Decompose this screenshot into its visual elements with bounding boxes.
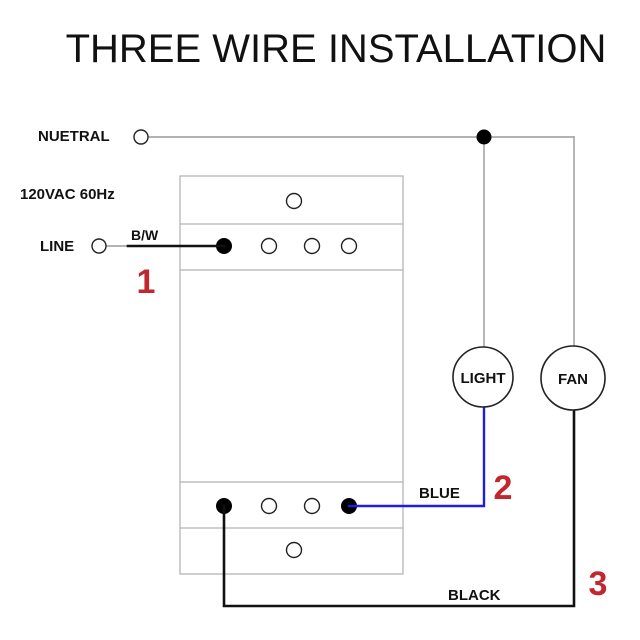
top-terminal-2 bbox=[260, 237, 278, 255]
step-number-2: 2 bbox=[494, 469, 513, 507]
top-terminal-3 bbox=[303, 237, 321, 255]
light-circle bbox=[452, 346, 514, 408]
neutral-wires bbox=[105, 136, 575, 349]
switch-body bbox=[179, 175, 404, 575]
bw-label: B/W bbox=[131, 227, 159, 243]
light-label: LIGHT bbox=[461, 370, 506, 387]
fan-load: FAN bbox=[540, 345, 606, 411]
step-number-3: 3 bbox=[589, 565, 608, 603]
voltage-label: 120VAC 60Hz bbox=[20, 186, 115, 203]
blue-wire bbox=[347, 404, 486, 508]
bottom-mount-hole bbox=[285, 541, 303, 559]
fan-label: FAN bbox=[558, 371, 588, 388]
blue-label: BLUE bbox=[419, 485, 460, 502]
bottom-terminal-3 bbox=[303, 497, 321, 515]
black-wire bbox=[222, 408, 576, 608]
top-mount-hole bbox=[285, 192, 303, 210]
neutral-junction bbox=[476, 129, 492, 145]
top-terminal-4 bbox=[340, 237, 358, 255]
line-terminal bbox=[91, 238, 107, 254]
diagram-title: THREE WIRE INSTALLATION bbox=[66, 27, 607, 71]
light-load: LIGHT bbox=[452, 346, 514, 408]
neutral-label: NUETRAL bbox=[38, 128, 110, 145]
neutral-terminal bbox=[133, 129, 149, 145]
fan-circle bbox=[540, 345, 606, 411]
step-number-1: 1 bbox=[137, 263, 156, 301]
bottom-terminal-2 bbox=[260, 497, 278, 515]
switch-module bbox=[179, 175, 404, 575]
black-label: BLACK bbox=[448, 587, 501, 604]
line-label: LINE bbox=[40, 238, 74, 255]
